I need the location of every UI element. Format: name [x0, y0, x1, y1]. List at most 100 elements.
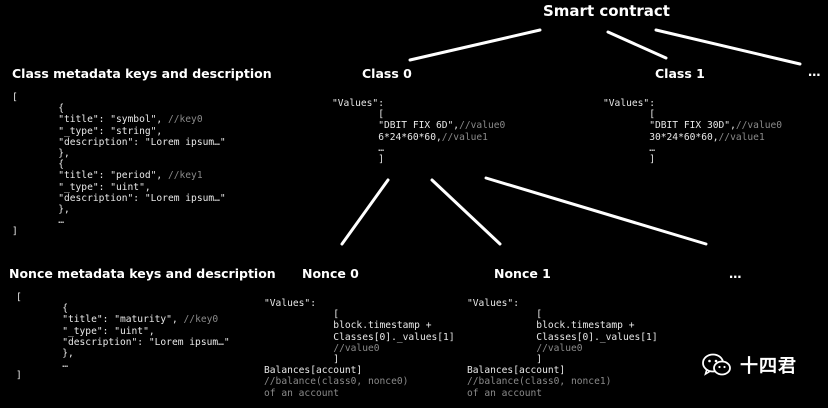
code-line: 30*24*60*60,//value1: [603, 132, 782, 143]
code-text: "title": "maturity",: [16, 314, 184, 326]
code-line: ]: [264, 354, 455, 365]
nonce0-values-code: "Values": [ block.timestamp + Classes[0]…: [264, 298, 455, 399]
code-line: "DBIT FIX 6D",//value0: [332, 120, 505, 131]
code-text: {: [16, 303, 68, 315]
class1-heading: Class 1: [655, 66, 705, 81]
nonce-metadata-code: [ { "title": "maturity", //key0 "_type":…: [16, 292, 230, 382]
code-line: "description": "Lorem ipsum…": [12, 193, 226, 204]
code-text: [: [467, 309, 543, 321]
code-line: },: [12, 204, 226, 215]
code-line: "description": "Lorem ipsum…": [16, 337, 230, 348]
code-line: "Values":: [467, 298, 658, 309]
code-line: 6*24*60*60,//value1: [332, 132, 505, 143]
smart-contract-title: Smart contract: [543, 2, 670, 20]
code-text: "DBIT FIX 30D",: [603, 120, 736, 132]
code-line: "Values":: [264, 298, 455, 309]
code-text: "title": "symbol",: [12, 114, 168, 126]
code-text: …: [12, 215, 64, 227]
code-line: [: [467, 309, 658, 320]
nonce1-values-code: "Values": [ block.timestamp + Classes[0]…: [467, 298, 658, 399]
code-text: Classes[0]._values[1]: [264, 331, 455, 343]
code-text: "Values":: [332, 98, 384, 109]
code-text: },: [12, 147, 70, 159]
code-comment: //value0: [536, 342, 583, 354]
code-line: [: [603, 109, 782, 120]
code-text: 6*24*60*60,: [332, 131, 442, 143]
code-text: Balances[account]: [467, 365, 566, 377]
code-line: [: [12, 92, 226, 103]
code-text: {: [12, 103, 64, 115]
code-line: Classes[0]._values[1]: [264, 331, 455, 343]
code-line: block.timestamp +: [264, 320, 455, 331]
code-line: ]: [16, 370, 230, 381]
code-line: ]: [603, 154, 782, 165]
code-text: …: [332, 142, 384, 154]
wechat-icon: [702, 353, 731, 376]
code-comment: //balance(class0, nonce1): [467, 376, 612, 388]
nonce-metadata-heading: Nonce metadata keys and description: [9, 266, 276, 281]
code-line: },: [12, 148, 226, 159]
code-comment: //value0: [459, 120, 506, 132]
code-text: [: [332, 109, 384, 121]
code-line: ]: [12, 226, 226, 237]
class-more-ellipsis: …: [808, 64, 821, 79]
code-line: [: [332, 109, 505, 120]
code-comment: //value0: [333, 342, 380, 354]
code-line: Balances[account]: [467, 365, 658, 376]
code-line: "title": "period", //key1: [12, 170, 226, 181]
code-line: block.timestamp +: [467, 320, 658, 331]
code-text: ]: [12, 226, 18, 238]
code-line: "DBIT FIX 30D",//value0: [603, 120, 782, 131]
code-comment: of an account: [467, 387, 543, 399]
edge-contract-more: [654, 28, 802, 66]
nonce1-heading: Nonce 1: [494, 266, 551, 281]
code-text: [467, 343, 536, 354]
code-text: [: [12, 92, 18, 103]
code-text: "Values":: [264, 298, 316, 309]
code-line: "_type": "uint",: [12, 182, 226, 193]
code-comment: of an account: [264, 387, 340, 399]
code-text: block.timestamp +: [264, 320, 432, 332]
code-line: {: [12, 159, 226, 170]
code-text: "description": "Lorem ipsum…": [12, 136, 226, 148]
edge-class0-nonce-more: [484, 176, 708, 246]
code-line: //value0: [264, 343, 455, 354]
code-text: [: [603, 109, 655, 121]
code-line: of an account: [467, 388, 658, 399]
code-line: "title": "symbol", //key0: [12, 114, 226, 125]
nonce-more-ellipsis: …: [729, 266, 742, 281]
class1-values-code: "Values": [ "DBIT FIX 30D",//value0 30*2…: [603, 98, 782, 165]
class0-values-code: "Values": [ "DBIT FIX 6D",//value0 6*24*…: [332, 98, 505, 165]
code-text: ]: [16, 370, 22, 382]
code-line: "_type": "string",: [12, 126, 226, 137]
code-line: …: [12, 215, 226, 226]
code-comment: //value1: [441, 131, 488, 143]
code-line: {: [16, 303, 230, 314]
code-text: "title": "period",: [12, 170, 168, 182]
watermark-text: 十四君: [740, 356, 797, 377]
code-line: Classes[0]._values[1]: [467, 332, 657, 343]
code-text: "DBIT FIX 6D",: [332, 120, 460, 132]
code-text: …: [16, 359, 68, 371]
code-line: {: [12, 103, 226, 114]
code-line: [: [264, 309, 455, 320]
code-text: [264, 343, 333, 354]
code-text: ]: [332, 153, 384, 165]
code-line: //balance(class0, nonce0): [264, 376, 455, 387]
code-text: "_type": "uint",: [16, 325, 155, 337]
code-line: //balance(class0, nonce1): [467, 376, 658, 387]
code-line: },: [16, 348, 230, 359]
nonce0-heading: Nonce 0: [302, 266, 359, 281]
code-line: "title": "maturity", //key0: [16, 314, 230, 325]
code-comment: //value1: [718, 131, 765, 143]
code-text: block.timestamp +: [467, 320, 635, 332]
edge-contract-class1: [606, 30, 668, 60]
code-text: ]: [264, 353, 340, 365]
code-comment: //balance(class0, nonce0): [264, 376, 409, 388]
code-text: "Values":: [603, 98, 655, 109]
code-text: …: [603, 142, 655, 154]
code-text: {: [12, 159, 64, 171]
code-text: 30*24*60*60,: [603, 131, 719, 143]
code-text: ]: [603, 153, 655, 165]
code-text: "_type": "string",: [12, 125, 163, 137]
